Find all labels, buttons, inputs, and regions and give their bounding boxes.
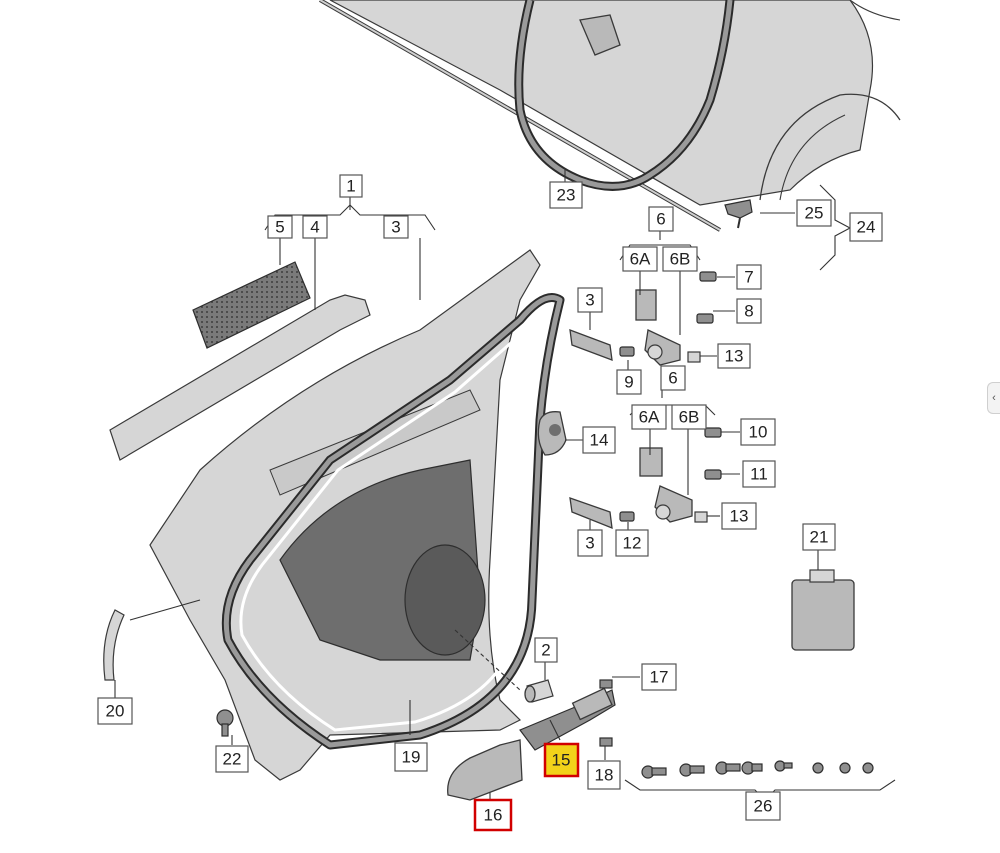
clip-25 (724, 199, 753, 229)
trim-strip-20 (103, 609, 125, 681)
svg-text:6: 6 (656, 210, 665, 229)
svg-text:4: 4 (310, 218, 319, 237)
svg-text:6B: 6B (670, 250, 691, 269)
svg-text:6A: 6A (630, 250, 651, 269)
label-26: 26 (745, 791, 781, 821)
label-16: 16 (473, 798, 513, 832)
cover-cap-16 (447, 739, 523, 801)
svg-text:8: 8 (744, 302, 753, 321)
label-13-lower: 13 (721, 502, 757, 530)
svg-text:6B: 6B (679, 408, 700, 427)
label-2: 2 (534, 637, 558, 663)
svg-text:14: 14 (590, 431, 609, 450)
svg-text:6A: 6A (639, 408, 660, 427)
svg-text:20: 20 (106, 702, 125, 721)
label-25: 25 (796, 199, 832, 227)
svg-text:15: 15 (552, 751, 571, 770)
label-22: 22 (215, 745, 249, 773)
car-body-illustration (319, 0, 901, 232)
label-3-lower-hinge: 3 (577, 529, 603, 557)
svg-text:3: 3 (585, 291, 594, 310)
label-3-upper-hinge: 3 (577, 287, 603, 313)
door-check-15 (519, 679, 616, 751)
screw-22 (216, 709, 234, 737)
label-18: 18 (587, 760, 621, 790)
label-7: 7 (736, 264, 762, 290)
label-6A-lower: 6A (631, 404, 667, 430)
label-15: 15 (543, 742, 580, 778)
window-trim-4 (109, 294, 371, 461)
label-20: 20 (97, 697, 133, 725)
svg-text:24: 24 (857, 218, 876, 237)
svg-text:10: 10 (749, 423, 768, 442)
label-13-upper: 13 (717, 343, 751, 369)
plug-2 (524, 679, 554, 703)
label-24: 24 (849, 212, 883, 242)
svg-text:17: 17 (650, 668, 669, 687)
label-6B-upper: 6B (662, 246, 698, 272)
svg-text:2: 2 (541, 641, 550, 660)
bottle-21 (791, 569, 855, 651)
svg-text:19: 19 (402, 748, 421, 767)
label-10: 10 (740, 418, 776, 446)
label-11: 11 (742, 460, 776, 488)
svg-text:23: 23 (557, 186, 576, 205)
svg-text:3: 3 (585, 534, 594, 553)
label-6A-upper: 6A (622, 246, 658, 272)
label-12: 12 (615, 529, 649, 557)
felt-pad-5 (192, 261, 311, 349)
label-5: 5 (267, 215, 293, 239)
svg-text:18: 18 (595, 766, 614, 785)
svg-text:21: 21 (810, 528, 829, 547)
svg-text:11: 11 (750, 465, 768, 484)
svg-text:6: 6 (668, 369, 677, 388)
svg-text:3: 3 (391, 218, 400, 237)
label-6-upper: 6 (648, 206, 674, 232)
label-8: 8 (736, 298, 762, 324)
svg-text:16: 16 (484, 806, 503, 825)
fastener-set-26 (641, 760, 874, 779)
label-9: 9 (616, 369, 642, 395)
label-19: 19 (394, 742, 428, 772)
check-link-14 (537, 411, 567, 456)
label-6-lower: 6 (660, 365, 686, 391)
label-14: 14 (582, 426, 616, 454)
svg-text:5: 5 (275, 218, 284, 237)
label-1: 1 (339, 174, 363, 198)
side-scroll-tab[interactable]: ‹ (987, 382, 1000, 414)
label-21: 21 (802, 523, 836, 551)
svg-text:7: 7 (744, 268, 753, 287)
svg-text:13: 13 (730, 507, 749, 526)
svg-text:12: 12 (623, 534, 642, 553)
label-3-top: 3 (383, 215, 409, 239)
svg-text:25: 25 (805, 204, 824, 223)
hinge-lower (569, 427, 722, 530)
svg-text:22: 22 (223, 750, 242, 769)
label-4: 4 (302, 215, 328, 239)
label-17: 17 (641, 663, 677, 691)
svg-text:13: 13 (725, 347, 744, 366)
hinge-upper (569, 271, 717, 366)
label-23: 23 (549, 181, 583, 209)
label-6B-lower: 6B (671, 404, 707, 430)
svg-text:1: 1 (346, 177, 355, 196)
svg-text:26: 26 (754, 797, 773, 816)
svg-text:9: 9 (624, 373, 633, 392)
